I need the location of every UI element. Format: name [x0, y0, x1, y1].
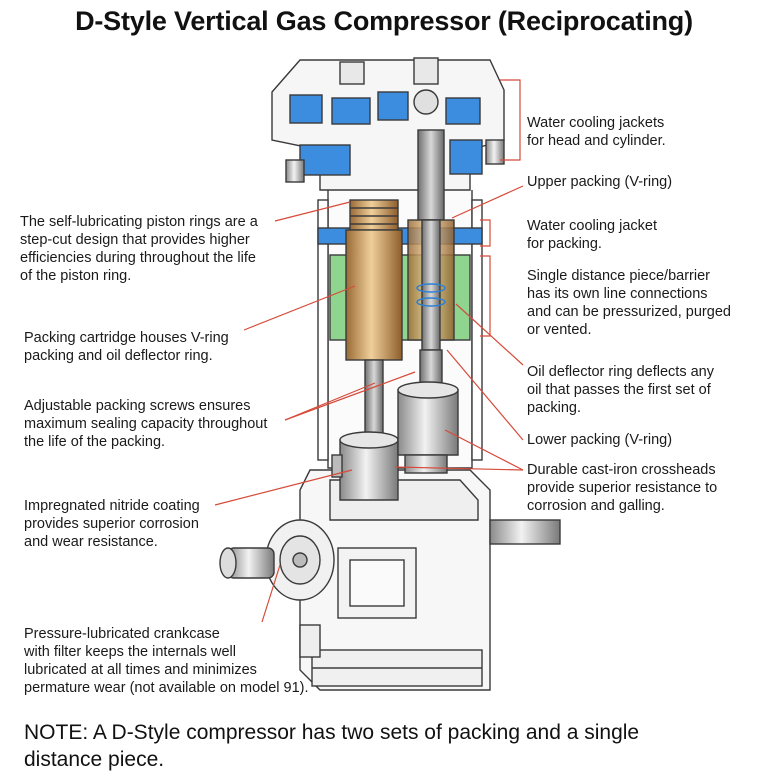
- footer-note: NOTE: A D-Style compressor has two sets …: [24, 721, 640, 771]
- label-crankcase: Pressure-lubricated crankcase with filte…: [24, 626, 309, 696]
- cylinder-head-outline: [271, 57, 505, 191]
- label-lower-packing: Lower packing (V-ring): [527, 432, 673, 448]
- leader-packing-cartridge: [243, 285, 356, 331]
- leader-upper-packing: [451, 185, 524, 219]
- bracket-distance-piece: [480, 255, 491, 337]
- left-piston-outline: [331, 199, 403, 501]
- leader-crossheads-a: [394, 466, 524, 471]
- label-upper-packing: Upper packing (V-ring): [527, 174, 673, 190]
- crankcase-outline: [299, 469, 561, 691]
- leader-crossheads-b: [444, 429, 524, 471]
- leader-piston-rings: [274, 201, 351, 222]
- label-nitride-coating: Impregnated nitride coating provides sup…: [24, 498, 200, 550]
- label-water-cooling-packing: Water cooling jacket for packing.: [527, 218, 658, 252]
- page-title: D-Style Vertical Gas Compressor (Recipro…: [75, 6, 693, 36]
- label-oil-deflector: Oil deflector ring deflects any oil that…: [527, 364, 714, 416]
- leader-crankcase: [261, 564, 281, 623]
- label-packing-cartridge: Packing cartridge houses V-ring packing …: [24, 330, 229, 364]
- label-water-cooling-head: Water cooling jackets for head and cylin…: [527, 115, 666, 149]
- label-crossheads: Durable cast-iron crossheads provide sup…: [527, 462, 718, 514]
- bracket-water-cooling-packing: [480, 219, 491, 247]
- label-packing-screws: Adjustable packing screws ensures maximu…: [24, 398, 268, 450]
- bracket-water-cooling-head: [500, 79, 521, 161]
- leader-packing-screws-b: [284, 371, 416, 421]
- lube-pump-outline: [219, 519, 335, 658]
- right-rod-outline: [397, 129, 459, 474]
- leader-nitride-coating: [214, 469, 353, 506]
- leader-lower-packing: [446, 349, 524, 441]
- leader-oil-deflector: [455, 303, 524, 366]
- label-distance-piece: Single distance piece/barrier has its ow…: [527, 268, 731, 338]
- label-piston-rings: The self-lubricating piston rings are a …: [20, 214, 258, 284]
